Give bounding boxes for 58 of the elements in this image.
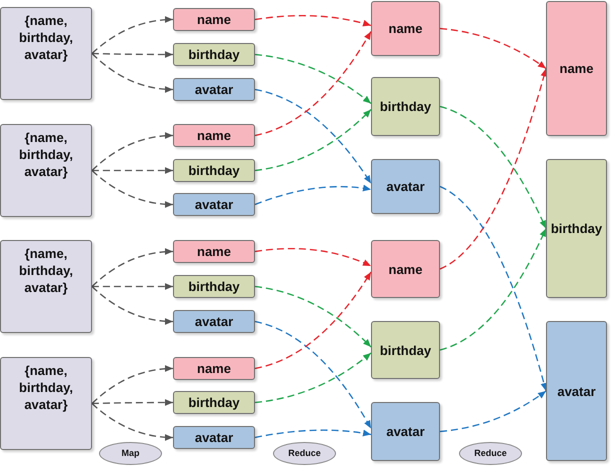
result-box: name [546, 1, 607, 136]
field-box: name [173, 8, 255, 31]
record-box: {name, birthday, avatar} [0, 124, 92, 217]
reduce-box: avatar [371, 159, 440, 214]
field-box: avatar [173, 310, 255, 333]
dashed-arrow [92, 167, 173, 174]
dashed-arrow [254, 430, 372, 438]
record-box: {name, birthday, avatar} [0, 7, 92, 100]
field-box: name [173, 124, 255, 147]
field-box: birthday [173, 275, 255, 298]
field-box: birthday [173, 391, 255, 414]
dashed-arrow [254, 184, 372, 206]
result-box: birthday [546, 159, 607, 298]
dashed-arrow [440, 390, 546, 432]
dashed-arrow [92, 16, 174, 54]
reduce-box: name [371, 1, 440, 56]
dashed-arrow [254, 54, 372, 104]
field-box: name [173, 357, 255, 380]
reduce-box: avatar [371, 402, 440, 461]
dashed-arrow [440, 228, 547, 351]
result-box: avatar [546, 321, 607, 461]
record-box: {name, birthday, avatar} [0, 240, 92, 333]
stage-ellipse: Reduce [459, 442, 522, 465]
dashed-arrow [92, 132, 174, 171]
dashed-arrow [440, 186, 548, 392]
dashed-arrow [92, 53, 174, 93]
field-box: birthday [173, 43, 255, 66]
dashed-arrow [254, 31, 372, 136]
dashed-arrow [254, 272, 372, 370]
dashed-arrow [254, 248, 372, 267]
field-box: name [173, 240, 255, 263]
dashed-arrow [440, 106, 547, 229]
field-box: avatar [173, 78, 255, 101]
field-box: birthday [173, 159, 255, 182]
dashed-arrow [92, 365, 174, 404]
dashed-arrow [440, 28, 546, 70]
field-box: avatar [173, 193, 255, 216]
stage-ellipse: Map [99, 442, 162, 465]
dashed-arrow [92, 286, 174, 325]
dashed-arrow [92, 248, 174, 287]
field-box: avatar [173, 426, 255, 449]
reduce-box: name [371, 240, 440, 298]
reduce-box: birthday [371, 321, 440, 379]
stage-ellipse: Reduce [273, 442, 336, 465]
dashed-arrow [92, 399, 173, 406]
dashed-arrow [254, 320, 372, 429]
dashed-arrow [254, 352, 372, 404]
dashed-arrow [254, 109, 372, 172]
dashed-arrow [254, 286, 372, 348]
record-box: {name, birthday, avatar} [0, 357, 92, 450]
reduce-box: birthday [371, 77, 440, 136]
dashed-arrow [92, 51, 173, 58]
dashed-arrow [254, 15, 372, 27]
dashed-arrow [92, 403, 174, 441]
dashed-arrow [92, 283, 173, 290]
dashed-arrow [440, 68, 548, 270]
dashed-arrow [254, 88, 372, 184]
dashed-arrow [92, 170, 174, 208]
